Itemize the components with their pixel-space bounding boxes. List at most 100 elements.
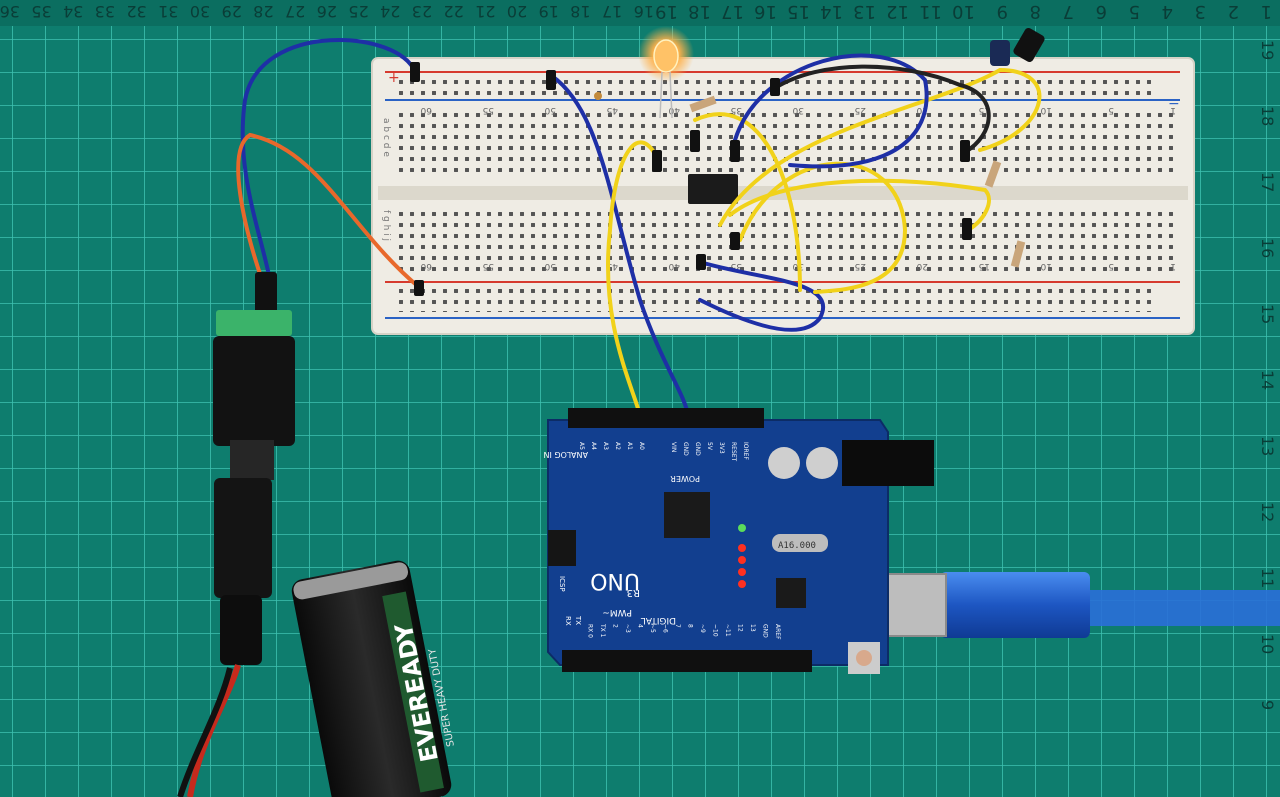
ruler-number: 9 xyxy=(997,1,1008,22)
ruler-number: 23 xyxy=(412,2,432,21)
breadboard-column-number: 50 xyxy=(544,105,556,115)
tx-label: TX xyxy=(574,615,582,625)
capacitor xyxy=(990,40,1010,66)
breadboard-column-number: 1 xyxy=(1170,261,1176,271)
header-digital-label: DIGITAL xyxy=(641,615,676,625)
ruler-number: 28 xyxy=(253,2,273,21)
breadboard-column-number: 30 xyxy=(792,105,804,115)
digital-pin-label: ~3 xyxy=(624,624,631,633)
ruler-number: 12 xyxy=(1258,502,1277,522)
breadboard-column-number: 60 xyxy=(420,261,432,271)
ruler-number: 10 xyxy=(1258,634,1277,654)
power-pin-label: 3V3 xyxy=(718,442,725,454)
dc-barrel-adapter xyxy=(177,272,295,797)
ruler-number: 20 xyxy=(507,2,527,21)
breadboard-column-number: 55 xyxy=(483,105,494,115)
breadboard-column-number: 35 xyxy=(731,261,742,271)
ruler-number: 30 xyxy=(190,2,210,21)
ruler-number: 2 xyxy=(1228,1,1239,22)
ruler-number: 19 xyxy=(539,2,559,21)
ruler-number: 18 xyxy=(1258,106,1277,126)
battery-9v xyxy=(291,560,452,797)
breadboard-column-number: 20 xyxy=(916,105,928,115)
ruler-number: 18 xyxy=(688,1,711,22)
ruler-number: 24 xyxy=(380,2,400,21)
mat-top-ruler xyxy=(0,0,1280,26)
transistor xyxy=(1013,27,1045,63)
ruler-number: 36 xyxy=(0,2,20,21)
ruler-number: 6 xyxy=(1096,1,1107,22)
digital-pin-label: RX 0 xyxy=(587,624,594,638)
row-letters-top: a b c d e xyxy=(381,118,391,157)
digital-pin-label: 2 xyxy=(612,624,619,628)
analog-pin-label: A0 xyxy=(638,442,645,450)
ic-chip xyxy=(688,174,738,204)
ruler-number: 16 xyxy=(634,2,654,21)
breadboard-column-number: 35 xyxy=(731,105,742,115)
arduino-uno-board xyxy=(547,408,934,674)
ruler-number: 12 xyxy=(886,1,909,22)
power-pin-label: RESET xyxy=(730,442,737,462)
ruler-number: 17 xyxy=(721,1,744,22)
ruler-number: 7 xyxy=(1063,1,1074,22)
breadboard-column-number: 5 xyxy=(1108,105,1114,115)
digital-pin-label: ~6 xyxy=(662,624,669,633)
breadboard-column-number: 15 xyxy=(979,261,990,271)
ruler-number: 34 xyxy=(63,2,83,21)
breadboard-column-number: 25 xyxy=(855,105,866,115)
breadboard-column-number: 20 xyxy=(916,261,928,271)
ruler-number: 17 xyxy=(1258,172,1277,192)
breadboard-column-number: 55 xyxy=(483,261,494,271)
board-revision: R3 xyxy=(627,587,640,598)
ruler-number: 32 xyxy=(126,2,146,21)
breadboard-column-number: 25 xyxy=(855,261,866,271)
digital-pin-label: 4 xyxy=(637,624,644,628)
ruler-number: 17 xyxy=(602,2,622,21)
ruler-number: 25 xyxy=(348,2,368,21)
ruler-number: 1 xyxy=(1261,1,1272,22)
breadboard xyxy=(371,57,1195,335)
breadboard-column-number: 45 xyxy=(607,261,618,271)
icsp-label: ICSP xyxy=(558,576,566,592)
ruler-number: 19 xyxy=(1258,40,1277,60)
power-pin-label: 5V xyxy=(706,442,713,451)
power-pin-label: GND xyxy=(682,442,689,456)
breadboard-column-number: 50 xyxy=(544,261,556,271)
ruler-number: 22 xyxy=(443,2,463,21)
rail-minus-label: − xyxy=(1168,96,1180,112)
digital-pin-label: GND xyxy=(762,624,769,638)
breadboard-column-number: 40 xyxy=(668,105,680,115)
ruler-number: 8 xyxy=(1030,1,1041,22)
ruler-number: 33 xyxy=(95,2,115,21)
ruler-number: 13 xyxy=(1258,436,1277,456)
ruler-number: 14 xyxy=(820,1,843,22)
breadboard-column-number: 5 xyxy=(1108,261,1114,271)
digital-pin-label: ~10 xyxy=(712,624,719,637)
wire-ends xyxy=(410,62,972,296)
ruler-number: 16 xyxy=(1258,238,1277,258)
resistor xyxy=(984,160,1002,188)
rail-plus-label: + xyxy=(388,70,400,86)
ruler-number: 19 xyxy=(655,1,678,22)
digital-pin-label: AREF xyxy=(774,624,781,640)
ruler-number: 27 xyxy=(285,2,305,21)
analog-pin-label: A4 xyxy=(590,442,597,450)
ruler-number: 26 xyxy=(317,2,337,21)
analog-pin-label: A5 xyxy=(578,442,585,450)
breadboard-column-number: 60 xyxy=(420,105,432,115)
digital-pin-label: ~5 xyxy=(649,624,656,633)
digital-pin-label: ~9 xyxy=(699,624,706,633)
ruler-number: 18 xyxy=(570,2,590,21)
header-pwm-label: PWM~ xyxy=(602,607,632,617)
ruler-number: 15 xyxy=(787,1,810,22)
ruler-number: 5 xyxy=(1129,1,1140,22)
ruler-number: 3 xyxy=(1195,1,1206,22)
crystal-label: A16.000 xyxy=(778,541,816,551)
breadboard-column-number: 40 xyxy=(668,261,680,271)
resistor xyxy=(689,95,717,113)
ceramic-capacitor xyxy=(594,92,602,100)
